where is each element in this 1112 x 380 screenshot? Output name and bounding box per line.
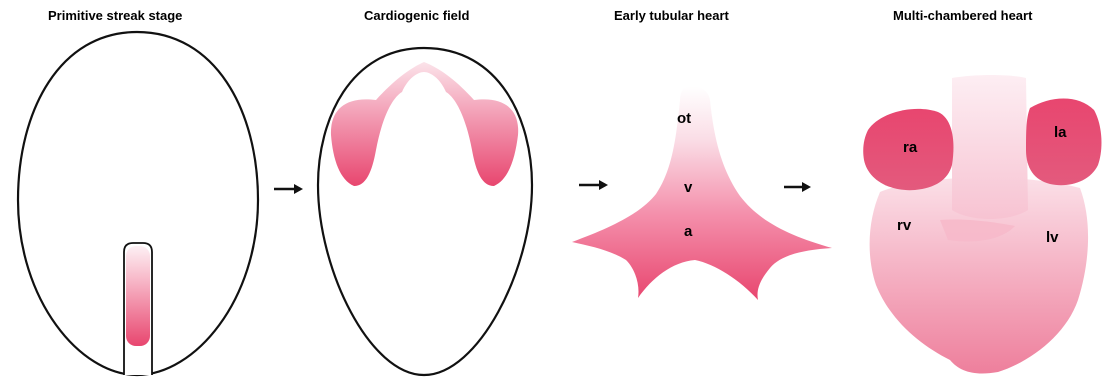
early-tubular-heart-stage: ot v a [572, 87, 832, 301]
label-left-ventricle: lv [1046, 229, 1059, 246]
primitive-streak-cardiac-mesoderm [126, 246, 150, 346]
cardiogenic-field-notch [404, 82, 444, 138]
outflow-trunk [952, 75, 1028, 219]
right-arrow-icon [274, 184, 303, 194]
label-right-ventricle: rv [897, 217, 912, 234]
label-ventricle: v [684, 179, 693, 196]
cardiogenic-field-stage [318, 48, 532, 375]
multi-chambered-heart-stage: ra la rv lv [863, 75, 1101, 374]
left-atrium [1026, 99, 1101, 186]
tubular-heart [572, 87, 832, 301]
primitive-streak-stage [18, 32, 258, 375]
label-right-atrium: ra [903, 139, 918, 156]
right-arrow-icon [784, 182, 811, 192]
label-outflow-tract: ot [677, 110, 691, 127]
label-atrium: a [684, 223, 693, 240]
label-left-atrium: la [1054, 124, 1067, 141]
right-arrow-icon [579, 180, 608, 190]
